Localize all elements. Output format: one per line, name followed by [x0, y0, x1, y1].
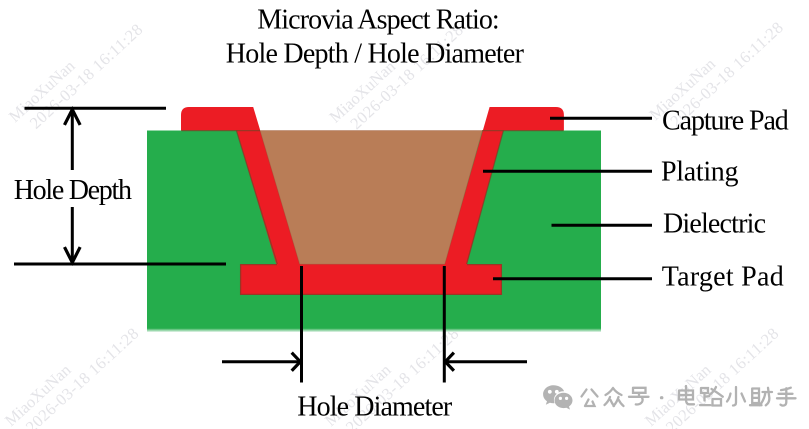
svg-text:Hole Diameter: Hole Diameter	[297, 392, 453, 423]
svg-text:Target Pad: Target Pad	[662, 262, 784, 293]
svg-text:Microvia Aspect Ratio:: Microvia Aspect Ratio:	[257, 4, 499, 35]
svg-text:Capture Pad: Capture Pad	[662, 105, 789, 136]
svg-text:2026-03-18 16:11:28: 2026-03-18 16:11:28	[22, 324, 142, 429]
svg-text:Hole Depth / Hole Diameter: Hole Depth / Hole Diameter	[226, 39, 525, 70]
svg-text:Hole Depth: Hole Depth	[14, 175, 132, 206]
svg-text:Plating: Plating	[661, 156, 739, 187]
svg-text:2026-03-18 16:11:28: 2026-03-18 16:11:28	[662, 324, 782, 429]
svg-text:Dielectric: Dielectric	[663, 209, 766, 240]
